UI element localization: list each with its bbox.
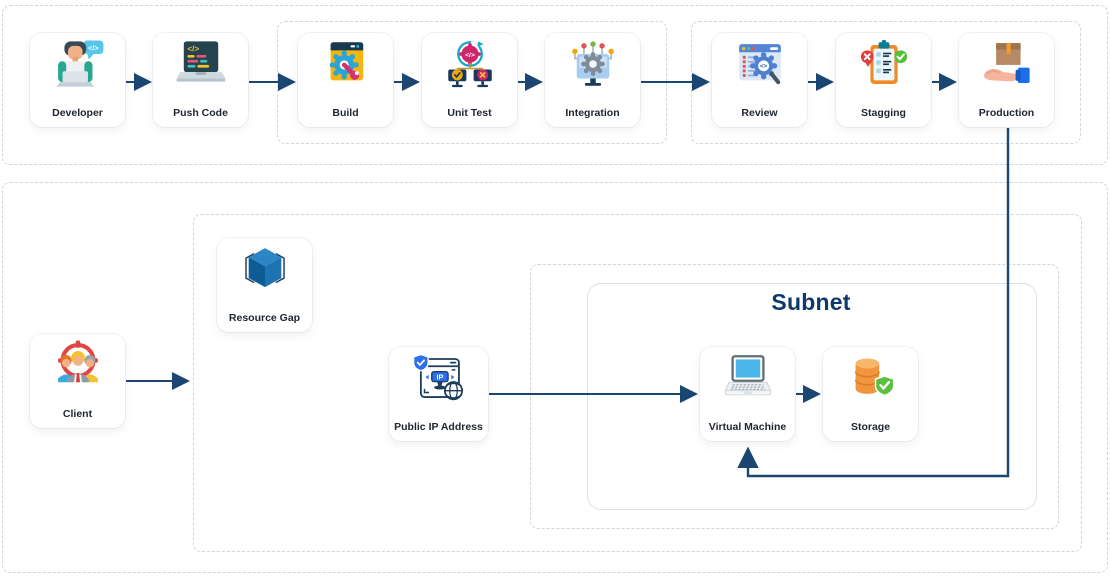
svg-text:IP: IP <box>436 372 443 381</box>
node-unit-test: </> Unit Test <box>422 33 517 127</box>
target-people-group-icon <box>30 339 125 391</box>
node-label-resource-gap: Resource Gap <box>228 312 301 324</box>
node-production: Production <box>959 33 1054 127</box>
node-label-push-code: Push Code <box>173 107 228 119</box>
node-label-storage: Storage <box>850 421 891 433</box>
node-client: Client <box>30 334 125 428</box>
node-label-integration: Integration <box>565 107 620 119</box>
node-review: <> Review <box>712 33 807 127</box>
svg-text:</>: </> <box>187 44 199 53</box>
node-stagging: Stagging <box>836 33 931 127</box>
svg-text:</>: </> <box>88 43 98 52</box>
node-label-stagging: Stagging <box>861 107 906 119</box>
svg-text:</>: </> <box>465 52 475 59</box>
node-storage: Storage <box>823 347 918 441</box>
laptop-code-icon: </> <box>153 38 248 90</box>
node-integration: Integration <box>545 33 640 127</box>
node-public-ip-address: IP Public IP Address <box>389 347 488 441</box>
blue-cube-icon <box>217 243 312 295</box>
monitor-gear-nodes-icon <box>545 38 640 90</box>
svg-text:<>: <> <box>759 63 767 70</box>
node-label-review: Review <box>741 107 778 119</box>
node-label-build: Build <box>332 107 359 119</box>
node-push-code: </> Push Code <box>153 33 248 127</box>
browser-shield-ip-globe-icon: IP <box>389 352 488 404</box>
node-label-production: Production <box>978 107 1035 119</box>
node-label-virtual-machine: Virtual Machine <box>708 421 787 433</box>
node-label-public-ip-address: Public IP Address <box>394 421 483 433</box>
node-label-unit-test: Unit Test <box>447 107 492 119</box>
hand-delivering-box-icon <box>959 38 1054 90</box>
pipeline-region <box>2 5 1108 165</box>
node-resource-gap: Resource Gap <box>217 238 312 332</box>
browser-gear-wrench-icon <box>298 38 393 90</box>
node-build: Build <box>298 33 393 127</box>
code-globe-test-monitors-icon: </> <box>422 38 517 90</box>
infrastructure-region <box>2 182 1108 573</box>
cloud-group-box <box>193 214 1082 552</box>
developer-person-code-bubble-icon: </> <box>30 38 125 90</box>
laptop-icon <box>700 352 795 404</box>
node-developer: </> Developer <box>30 33 125 127</box>
subnet-title: Subnet <box>771 289 851 315</box>
node-label-developer: Developer <box>52 107 103 119</box>
subnet-box <box>587 283 1037 510</box>
node-label-client: Client <box>62 408 93 420</box>
clipboard-checklist-x-check-icon <box>836 38 931 90</box>
database-shield-check-icon <box>823 352 918 404</box>
browser-list-gear-magnifier-icon: <> <box>712 38 807 90</box>
node-virtual-machine: Virtual Machine <box>700 347 795 441</box>
